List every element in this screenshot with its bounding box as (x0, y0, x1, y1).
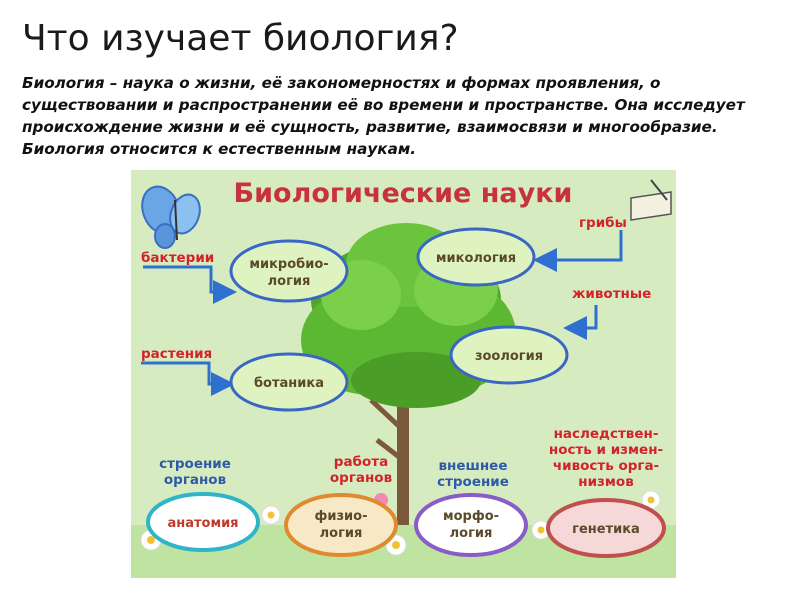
oval-mycology: микология (416, 227, 536, 287)
subject-organ-work-line2: органов (330, 470, 392, 486)
subject-heredity-line2: ность и измен- (549, 442, 663, 458)
microbiology-label-line2: логия (268, 274, 311, 289)
subject-heredity-line1: наследствен- (554, 426, 659, 442)
subject-heredity-line4: низмов (578, 474, 633, 490)
physiology-label-line2: логия (320, 526, 363, 541)
connector-arrows (141, 230, 623, 396)
oval-morphology: морфо- логия (414, 493, 528, 557)
arrow-plants (141, 361, 235, 396)
zoology-label: зоология (475, 349, 543, 364)
arrow-bacteria (143, 265, 237, 304)
poster-heading: Биологические науки (234, 178, 573, 209)
oval-microbiology: микробио- логия (229, 239, 349, 303)
butterfly-icon (141, 185, 201, 249)
oval-anatomy: анатомия (146, 492, 260, 552)
oval-genetics: генетика (546, 498, 666, 558)
oval-botany: ботаника (229, 352, 349, 412)
subject-animals: животные (572, 286, 651, 302)
botany-label: ботаника (254, 376, 324, 391)
arrow-animals (563, 305, 598, 340)
biological-sciences-poster: Биологические науки (131, 170, 676, 578)
morphology-label-line1: морфо- (443, 509, 499, 524)
oval-physiology: физио- логия (284, 493, 398, 557)
subject-external-structure-line1: внешнее (438, 458, 507, 474)
subject-organ-work-line1: работа (334, 454, 388, 470)
oval-zoology: зоология (449, 325, 569, 385)
subject-plants: растения (141, 346, 212, 362)
book-quill-icon (630, 179, 672, 221)
slide-title: Что изучает биология? (22, 18, 459, 59)
subject-bacteria: бактерии (141, 250, 214, 266)
morphology-label-line2: логия (450, 526, 493, 541)
mycology-label: микология (436, 251, 516, 266)
genetics-label: генетика (572, 522, 640, 537)
subject-heredity-line3: чивость орга- (553, 458, 659, 474)
subject-organ-structure-line1: строение (159, 456, 231, 472)
microbiology-label-line1: микробио- (249, 257, 328, 272)
arrow-fungi (533, 230, 623, 272)
intro-paragraph: Биология – наука о жизни, её закономерно… (22, 74, 745, 158)
subject-fungi: грибы (579, 215, 627, 231)
subject-external-structure-line2: строение (437, 474, 509, 490)
anatomy-label: анатомия (167, 516, 238, 531)
physiology-label-line1: физио- (315, 509, 368, 524)
subject-organ-structure-line2: органов (164, 472, 226, 488)
